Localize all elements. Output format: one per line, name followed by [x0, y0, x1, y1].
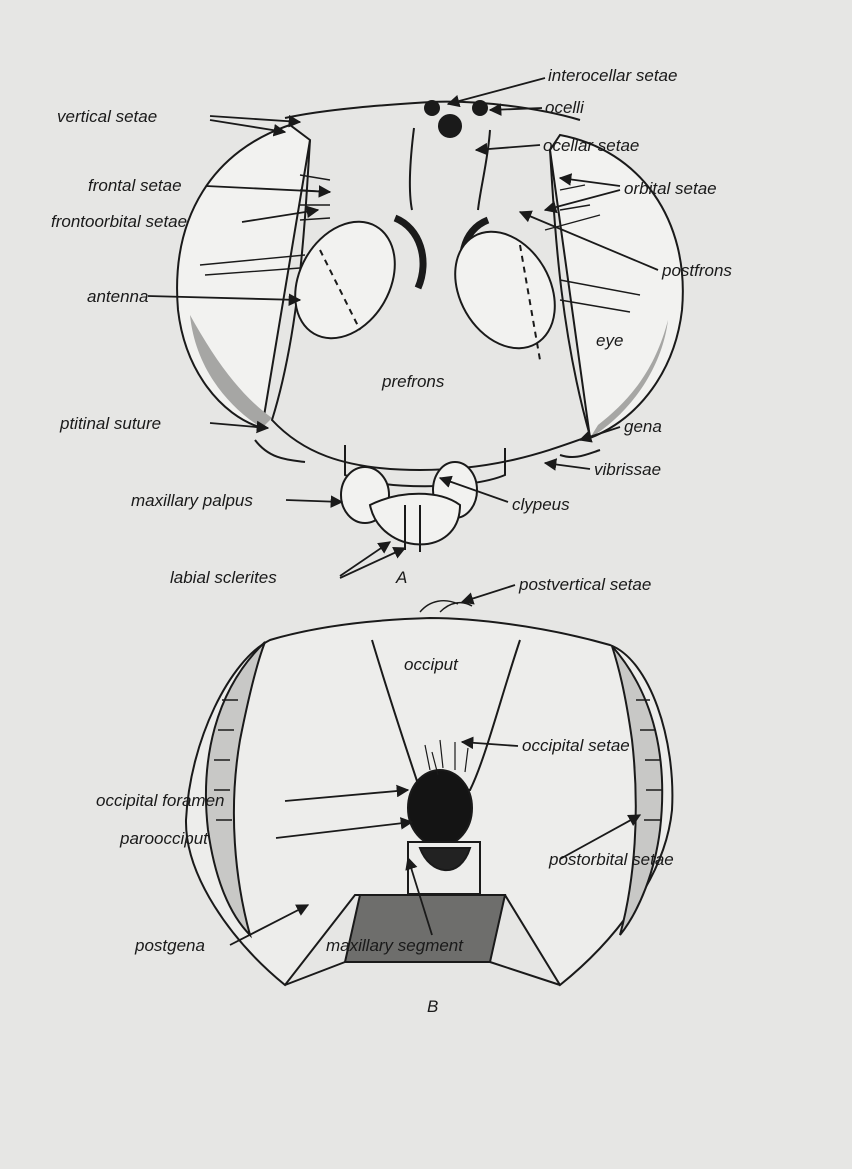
label-orbital-setae: orbital setae [624, 180, 717, 197]
vitta [410, 128, 490, 210]
label-occipital-setae: occipital setae [522, 737, 630, 754]
panel-a-letter: A [396, 569, 407, 586]
label-gena: gena [624, 418, 662, 435]
ocellus-front [439, 115, 461, 137]
ocellus-right [473, 101, 487, 115]
label-postgena: postgena [135, 937, 205, 954]
label-occipital-foramen: occipital foramen [96, 792, 225, 809]
label-labial-sclerites: labial sclerites [170, 569, 277, 586]
label-clypeus: clypeus [512, 496, 570, 513]
label-ptitinal-suture: ptitinal suture [60, 415, 161, 432]
label-maxillary-palpus: maxillary palpus [131, 492, 253, 509]
right-antenna [435, 214, 575, 366]
left-antennal-socket [395, 218, 423, 288]
panel-a-head [177, 101, 683, 552]
label-frontoorbital-setae: frontoorbital setae [51, 213, 187, 230]
ocellus-left [425, 101, 439, 115]
label-antenna: antenna [87, 288, 148, 305]
arrow-vertical-2 [210, 120, 285, 132]
panel-b-letter: B [427, 998, 438, 1015]
label-ocellar-setae: ocellar setae [543, 137, 639, 154]
label-eye: eye [596, 332, 623, 349]
arrow-vibrissae [545, 463, 590, 469]
label-postvertical-setae: postvertical setae [519, 576, 651, 593]
arrow-palpus [286, 500, 342, 502]
label-prefrons: prefrons [382, 373, 444, 390]
label-frontal-setae: frontal setae [88, 177, 182, 194]
label-vibrissae: vibrissae [594, 461, 661, 478]
label-ocelli: ocelli [545, 99, 584, 116]
left-eye-outline [177, 125, 310, 428]
label-occiput: occiput [404, 656, 458, 673]
label-vertical-setae: vertical setae [57, 108, 157, 125]
label-postorbital-setae: postorbital setae [549, 851, 674, 868]
label-interocellar-setae: interocellar setae [548, 67, 677, 84]
arrow-ocellar-setae [476, 145, 540, 150]
arrow-interocellar [448, 78, 545, 104]
label-paroocciput: paroocciput [120, 830, 208, 847]
arrow-postvertical [462, 585, 515, 602]
label-maxillary-segment: maxillary segment [326, 937, 463, 954]
label-postfrons: postfrons [662, 262, 732, 279]
occipital-foramen [408, 770, 472, 846]
labium [370, 494, 460, 545]
